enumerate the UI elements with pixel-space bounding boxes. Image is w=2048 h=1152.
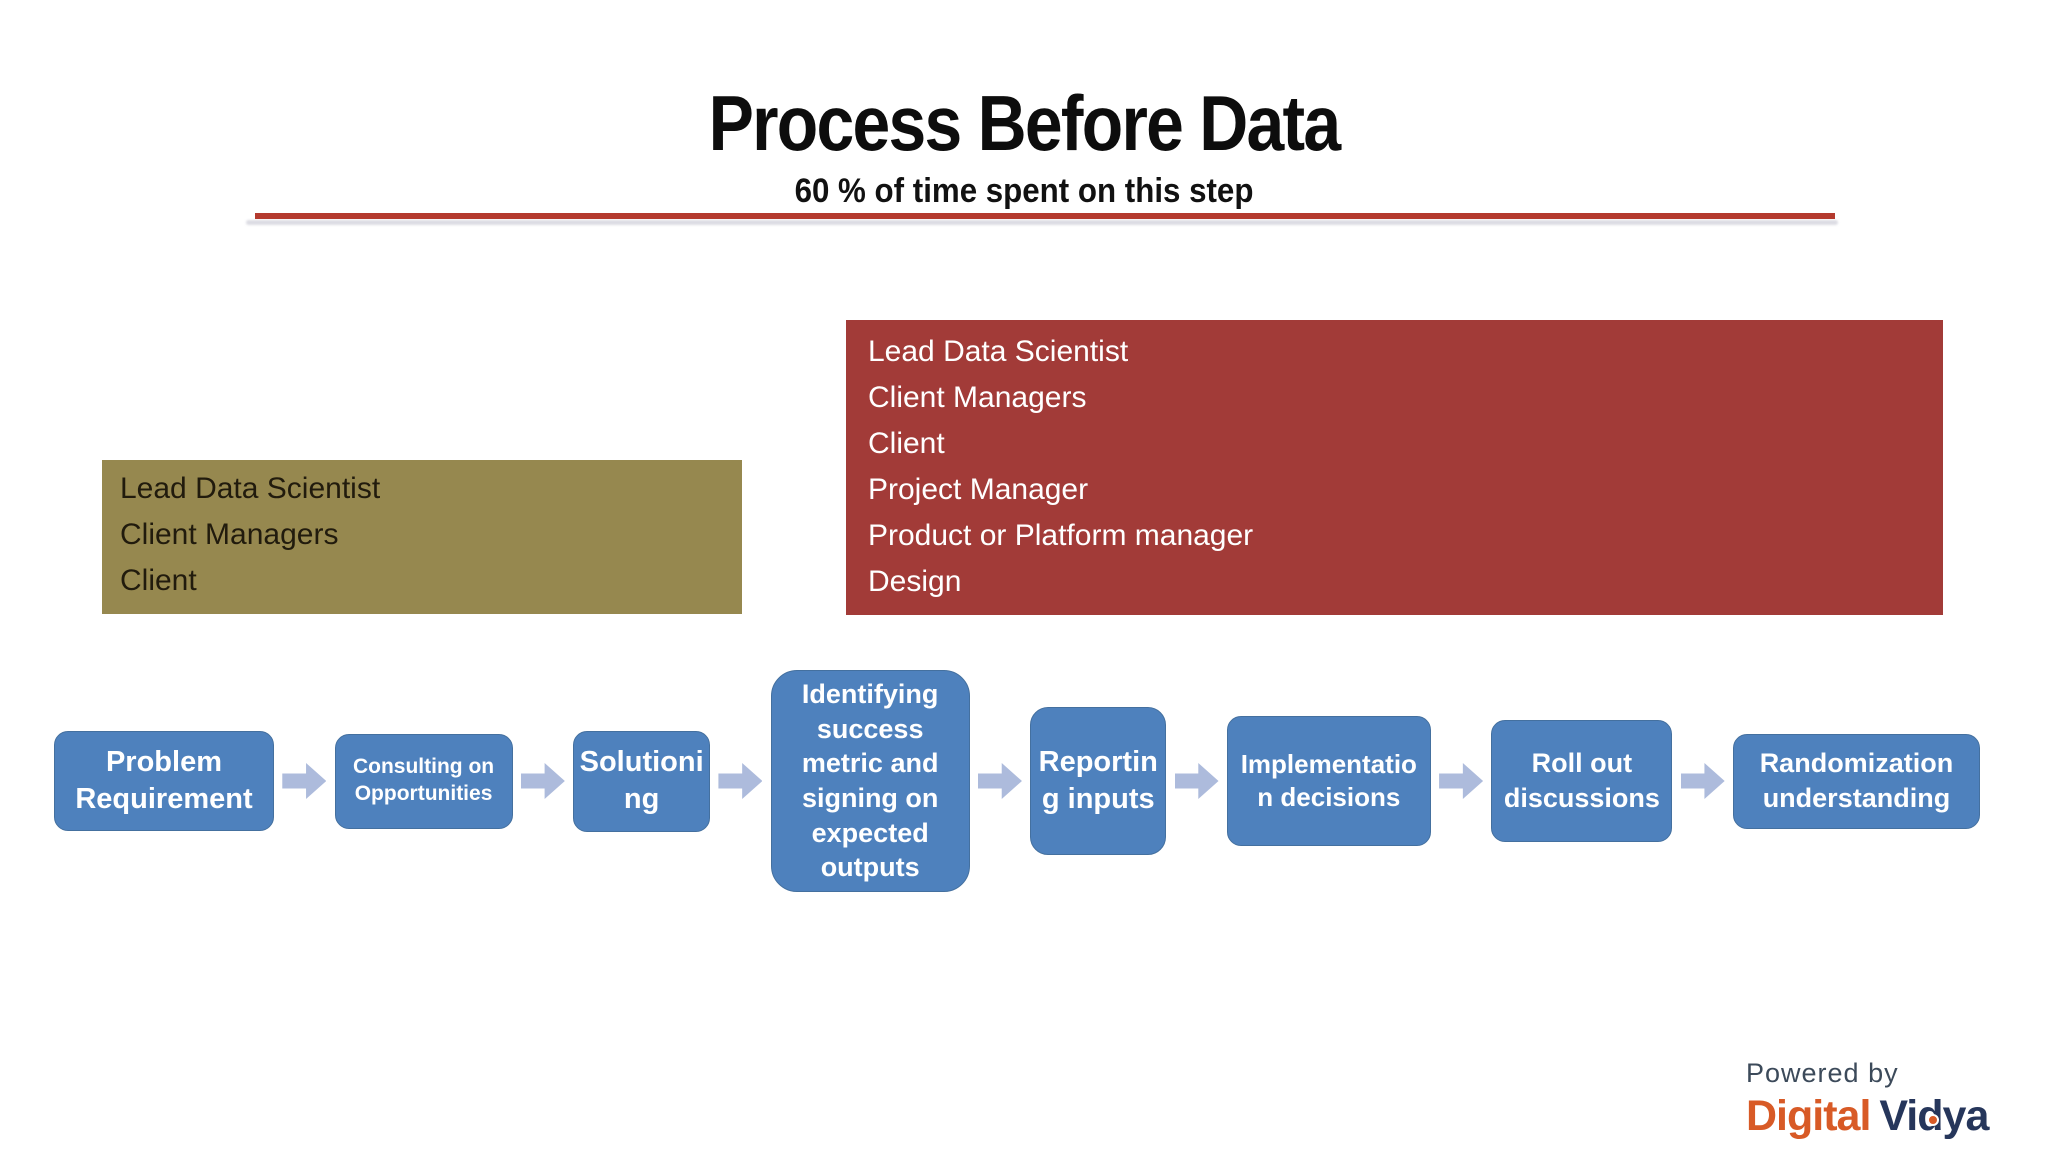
page-title: Process Before Data [708,79,1342,167]
brand-vidya-text: Vidya [1879,1092,1989,1141]
flow-step-problem-requirement: Problem Requirement [54,731,274,831]
digital-vidya-logo: Powered by DigitalVidya [1746,1058,2036,1141]
brand-digital-text: Digital [1746,1092,1871,1140]
arrow-right-icon [1174,763,1219,799]
arrow-right-icon [520,763,565,799]
flow-step-reporting-inputs: Reportin g inputs [1030,707,1167,855]
flow-step-randomization-understanding: Randomization understanding [1732,733,1980,829]
process-flow: Problem Requirement Consulting on Opport… [54,670,1980,892]
vidya-d-dot-icon [1927,1114,1940,1126]
title-accent-shadow [246,220,1838,225]
page-subtitle: 60 % of time spent on this step [794,172,1254,210]
arrow-right-icon [1439,763,1484,799]
stakeholders-box-full: Lead Data Scientist Client Managers Clie… [846,320,1943,615]
brand-name: DigitalVidya [1746,1092,2036,1141]
flow-step-identifying-success-metric: Identifying success metric and signing o… [770,670,970,892]
flow-step-consulting-on-opportunities: Consulting on Opportunities [334,733,513,829]
flow-step-roll-out-discussions: Roll out discussions [1491,720,1673,842]
stakeholders-box-early: Lead Data Scientist Client Managers Clie… [102,460,742,614]
arrow-right-icon [977,763,1022,799]
arrow-right-icon [282,763,327,799]
flow-step-implementation-decisions: Implementatio n decisions [1226,716,1431,846]
arrow-right-icon [1680,763,1725,799]
powered-by-label: Powered by [1746,1058,1899,1088]
arrow-right-icon [718,763,763,799]
title-accent-line [255,213,1835,219]
flow-step-solutioning: Solutioni ng [573,730,711,832]
